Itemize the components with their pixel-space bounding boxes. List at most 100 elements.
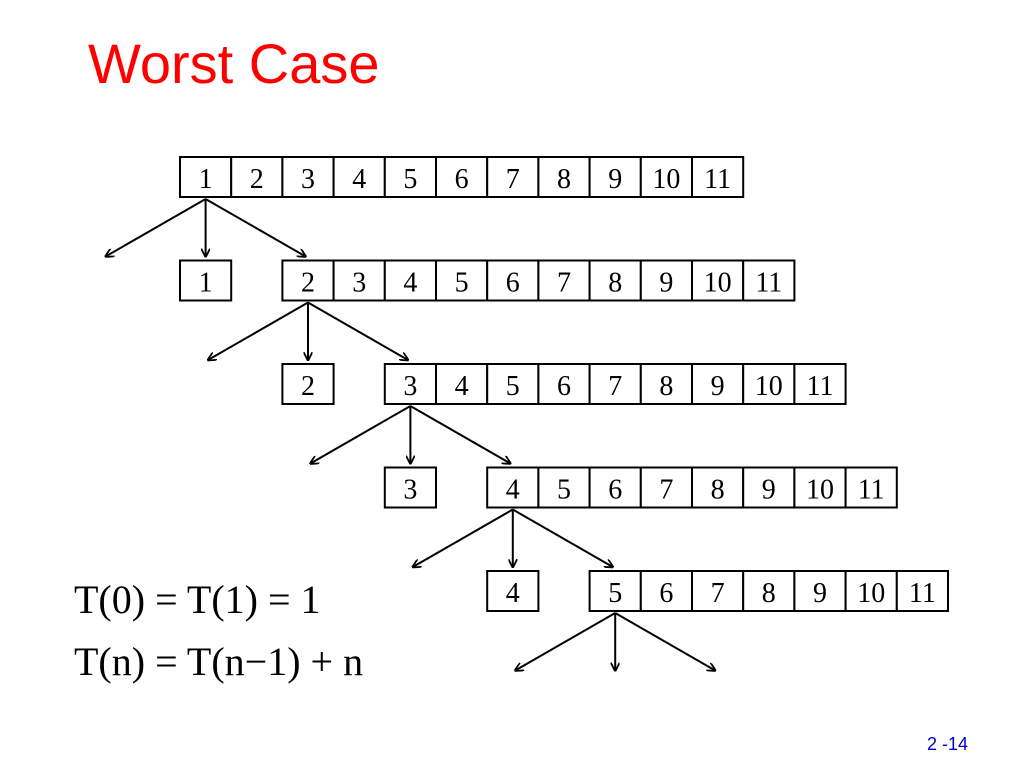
- pivot-cell-level-1: [179, 259, 233, 302]
- array-cell-level-4-6-label: 11: [909, 578, 936, 609]
- arrow-right-rest-level-1: [307, 301, 408, 361]
- array-cell-level-1-8: [691, 259, 745, 302]
- pivot-cell-level-4-label: 4: [506, 578, 520, 609]
- array-cell-level-2-6-label: 9: [711, 371, 725, 402]
- arrow-right-rest-level-0: [205, 198, 306, 257]
- array-cell-level-1-3-label: 5: [455, 268, 469, 299]
- array-cell-level-3-3: [639, 466, 693, 509]
- array-cell-level-0-9: [639, 156, 693, 198]
- array-cell-level-0-3-label: 4: [352, 164, 366, 195]
- array-cell-level-0-5-label: 6: [455, 164, 469, 195]
- array-cell-level-2-2: [486, 363, 540, 405]
- array-cell-level-1-4-label: 6: [506, 268, 520, 299]
- arrow-left-empty-level-4: [515, 612, 616, 671]
- pivot-cell-level-2: [281, 363, 335, 405]
- pivot-cell-level-3: [383, 466, 437, 509]
- array-cell-level-2-8-label: 11: [807, 371, 834, 402]
- array-cell-level-4-1-label: 6: [659, 578, 673, 609]
- pivot-cell-level-4: [486, 570, 540, 612]
- array-cell-level-0-9-label: 10: [652, 164, 680, 195]
- arrow-left-empty-level-0: [106, 198, 207, 257]
- array-cell-level-2-8: [793, 363, 847, 405]
- array-cell-level-4-3: [742, 570, 796, 612]
- array-cell-level-1-1-label: 3: [352, 268, 366, 299]
- array-cell-level-3-7-label: 11: [858, 475, 885, 506]
- array-cell-level-2-3-label: 6: [557, 371, 571, 402]
- array-cell-level-4-0: [588, 570, 642, 612]
- array-cell-level-1-7: [639, 259, 693, 302]
- array-cell-level-0-7: [537, 156, 591, 198]
- array-cell-level-2-0-label: 3: [403, 371, 417, 402]
- array-cell-level-4-1: [639, 570, 693, 612]
- array-cell-level-0-10: [691, 156, 745, 198]
- array-cell-level-0-2-label: 3: [301, 164, 315, 195]
- arrow-right-rest-level-3: [512, 508, 613, 568]
- array-cell-level-3-4: [691, 466, 745, 509]
- array-cell-level-0-8: [588, 156, 642, 198]
- array-cell-level-2-4-label: 7: [608, 371, 622, 402]
- pivot-cell-level-3-label: 3: [403, 475, 417, 506]
- array-cell-level-2-5-label: 8: [659, 371, 673, 402]
- array-cell-level-1-2-label: 4: [403, 268, 417, 299]
- array-cell-level-2-1-label: 4: [455, 371, 469, 402]
- base-case-formula: T(0) = T(1) = 1: [74, 577, 321, 622]
- array-cell-level-0-0: [179, 156, 233, 198]
- recurrence-formula: T(n) = T(n−1) + n: [74, 639, 364, 684]
- arrow-left-empty-level-3: [413, 508, 514, 568]
- array-cell-level-4-4-label: 9: [813, 578, 827, 609]
- arrow-right-rest-level-4: [614, 612, 715, 671]
- array-cell-level-0-8-label: 9: [608, 164, 622, 195]
- arrow-left-empty-level-1: [208, 301, 309, 361]
- array-cell-level-4-4: [793, 570, 847, 612]
- array-cell-level-2-6: [691, 363, 745, 405]
- array-cell-level-4-2-label: 7: [711, 578, 725, 609]
- array-cell-level-0-7-label: 8: [557, 164, 571, 195]
- array-cell-level-1-6-label: 8: [608, 268, 622, 299]
- array-cell-level-3-2: [588, 466, 642, 509]
- array-cell-level-3-6-label: 10: [806, 475, 834, 506]
- array-cell-level-1-1: [332, 259, 386, 302]
- array-cell-level-3-0: [486, 466, 540, 509]
- array-cell-level-1-6: [588, 259, 642, 302]
- array-cell-level-0-1-label: 2: [250, 164, 264, 195]
- array-cell-level-1-9-label: 11: [755, 268, 782, 299]
- array-cell-level-3-1-label: 5: [557, 475, 571, 506]
- array-cell-level-4-3-label: 8: [762, 578, 776, 609]
- array-cell-level-2-2-label: 5: [506, 371, 520, 402]
- array-cell-level-4-0-label: 5: [608, 578, 622, 609]
- array-cell-level-1-8-label: 10: [704, 268, 732, 299]
- array-cell-level-3-4-label: 8: [711, 475, 725, 506]
- array-cell-level-3-0-label: 4: [506, 475, 520, 506]
- array-cell-level-1-5-label: 7: [557, 268, 571, 299]
- array-cell-level-3-5: [742, 466, 796, 509]
- arrow-right-rest-level-2: [409, 405, 510, 464]
- array-cell-level-0-0-label: 1: [199, 164, 213, 195]
- slide-number: 2 -14: [926, 734, 968, 754]
- pivot-cell-level-1-label: 1: [199, 268, 213, 299]
- array-cell-level-2-0: [383, 363, 437, 405]
- array-cell-level-3-3-label: 7: [659, 475, 673, 506]
- array-cell-level-3-1: [537, 466, 591, 509]
- array-cell-level-1-0-label: 2: [301, 268, 315, 299]
- array-cell-level-1-5: [537, 259, 591, 302]
- array-cell-level-3-7: [844, 466, 898, 509]
- array-cell-level-2-1: [435, 363, 489, 405]
- pivot-cell-level-2-label: 2: [301, 371, 315, 402]
- array-cell-level-0-10-label: 11: [704, 164, 731, 195]
- array-cell-level-2-7-label: 10: [755, 371, 783, 402]
- array-cell-level-1-7-label: 9: [659, 268, 673, 299]
- array-cell-level-4-5-label: 10: [857, 578, 885, 609]
- array-cell-level-1-9: [742, 259, 796, 302]
- array-cell-level-4-6: [895, 570, 949, 612]
- array-cell-level-0-2: [281, 156, 335, 198]
- array-cell-level-3-5-label: 9: [762, 475, 776, 506]
- slide-title: Worst Case: [88, 32, 380, 95]
- array-cell-level-3-6: [793, 466, 847, 509]
- array-cell-level-4-5: [844, 570, 898, 612]
- array-cell-level-2-7: [742, 363, 796, 405]
- array-cell-level-3-2-label: 6: [608, 475, 622, 506]
- array-cell-level-0-6-label: 7: [506, 164, 520, 195]
- array-cell-level-2-4: [588, 363, 642, 405]
- array-cell-level-0-6: [486, 156, 540, 198]
